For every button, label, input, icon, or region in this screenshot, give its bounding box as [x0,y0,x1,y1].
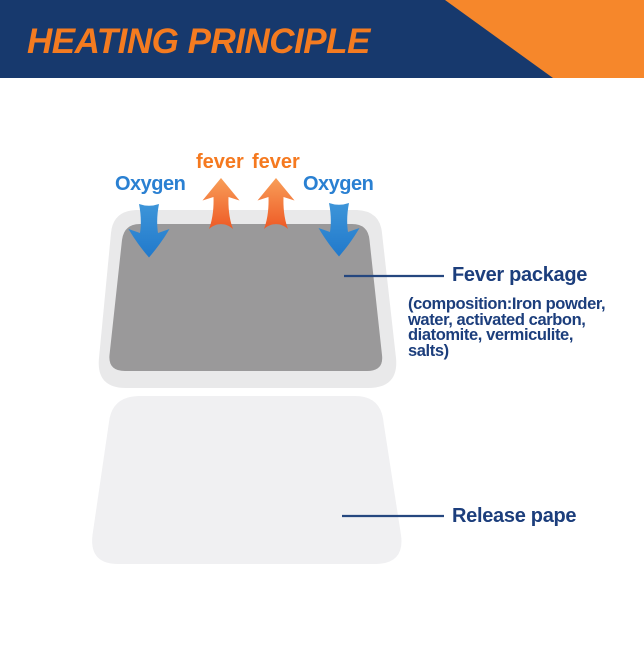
fever-label-left: fever [196,151,244,173]
composition-line-3: diatomite, vermiculite, [408,326,574,344]
composition-line-2: water, activated carbon, [408,310,586,329]
release-paper-shape [92,396,402,564]
header-banner: HEATING PRINCIPLE [0,0,644,78]
fever-label-right: fever [252,151,300,173]
oxygen-arrow-down-icon [128,204,170,258]
fever-package-composition: (composition:Iron powder, water, activat… [408,295,606,360]
fever-arrow-up-icon [202,178,240,229]
oxygen-label-right: Oxygen [303,173,374,195]
release-paper-label: Release pape [452,505,577,527]
oxygen-arrow-down-icon [318,203,360,257]
composition-line-4: salts) [408,341,449,360]
fever-arrow-up-icon [257,178,295,229]
composition-line-1: (composition:Iron powder, [408,295,606,313]
fever-package-inner-shape [109,224,383,371]
oxygen-label-left: Oxygen [115,173,186,195]
page-title: HEATING PRINCIPLE [27,22,370,61]
fever-package-label: Fever package [452,264,588,286]
